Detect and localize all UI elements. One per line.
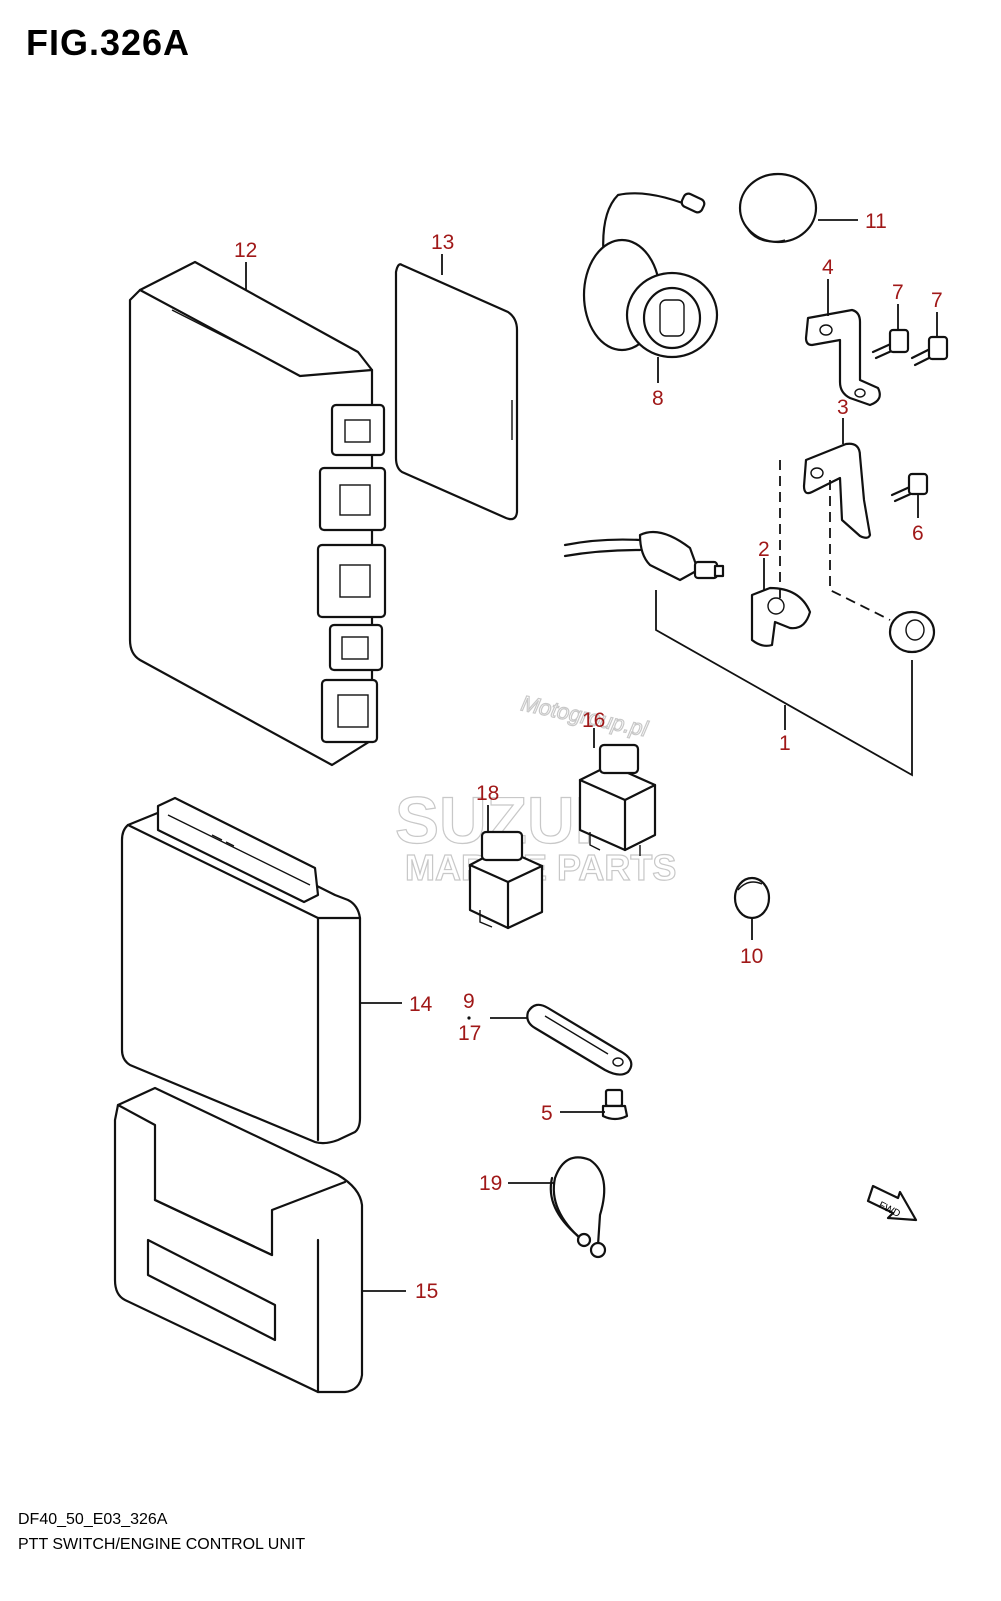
figure-title: FIG.326A: [26, 22, 191, 63]
part-10-grommet: [733, 876, 771, 920]
part-12-ecu: [128, 260, 387, 767]
assembly-lines: [655, 460, 913, 777]
callout-7a: 7: [892, 281, 904, 304]
callout-11: 11: [865, 210, 887, 233]
callout-7b: 7: [931, 289, 943, 312]
part-8-ptt-switch: [582, 192, 719, 359]
callout-2: 2: [758, 538, 770, 561]
fwd-arrow-icon: FWD: [866, 1184, 918, 1222]
part-4-bracket: [804, 308, 881, 407]
part-7-bolt-b: [910, 335, 949, 367]
callout-16: 16: [582, 709, 605, 732]
callout-18: 18: [476, 782, 499, 805]
part-5-bolt: [601, 1088, 629, 1121]
diagram-code: DF40_50_E03_326A: [18, 1511, 168, 1528]
callout-6: 6: [912, 522, 924, 545]
callout-1: 1: [779, 732, 791, 755]
callout-8: 8: [652, 387, 664, 410]
part-11-cap: [738, 172, 818, 244]
part-15-cover: [113, 1086, 364, 1394]
part-3-bracket: [802, 442, 872, 539]
callout-labels: 12 13 8 11 4 7 7 3 6 2 1 16 18 10 14 9 1…: [234, 210, 943, 1303]
callout-14: 14: [409, 993, 433, 1016]
callout-17: 17: [458, 1022, 481, 1045]
part-16-relay: [578, 743, 657, 856]
callout-13: 13: [431, 231, 454, 254]
callout-9: 9: [463, 990, 475, 1013]
callout-5: 5: [541, 1102, 553, 1125]
part-13-pad: [394, 263, 519, 521]
diagram-name: PTT SWITCH/ENGINE CONTROL UNIT: [18, 1536, 306, 1553]
part-1-sensor: [563, 530, 725, 582]
part-14-ecm: [120, 796, 362, 1145]
part-1-washer: [888, 610, 936, 654]
leader-lines: [245, 219, 938, 1292]
part-2-clip: [750, 586, 812, 647]
part-19-clip: [549, 1156, 607, 1259]
part-9-17-strap: [526, 1003, 633, 1076]
callout-10: 10: [740, 945, 763, 968]
callout-15: 15: [415, 1280, 438, 1303]
part-6-bolt: [890, 472, 929, 503]
part-7-bolt-a: [871, 328, 910, 360]
callout-4: 4: [822, 256, 834, 279]
callout-12: 12: [234, 239, 257, 262]
callout-3: 3: [837, 396, 849, 419]
part-18-relay: [468, 830, 544, 930]
callout-19: 19: [479, 1172, 502, 1195]
